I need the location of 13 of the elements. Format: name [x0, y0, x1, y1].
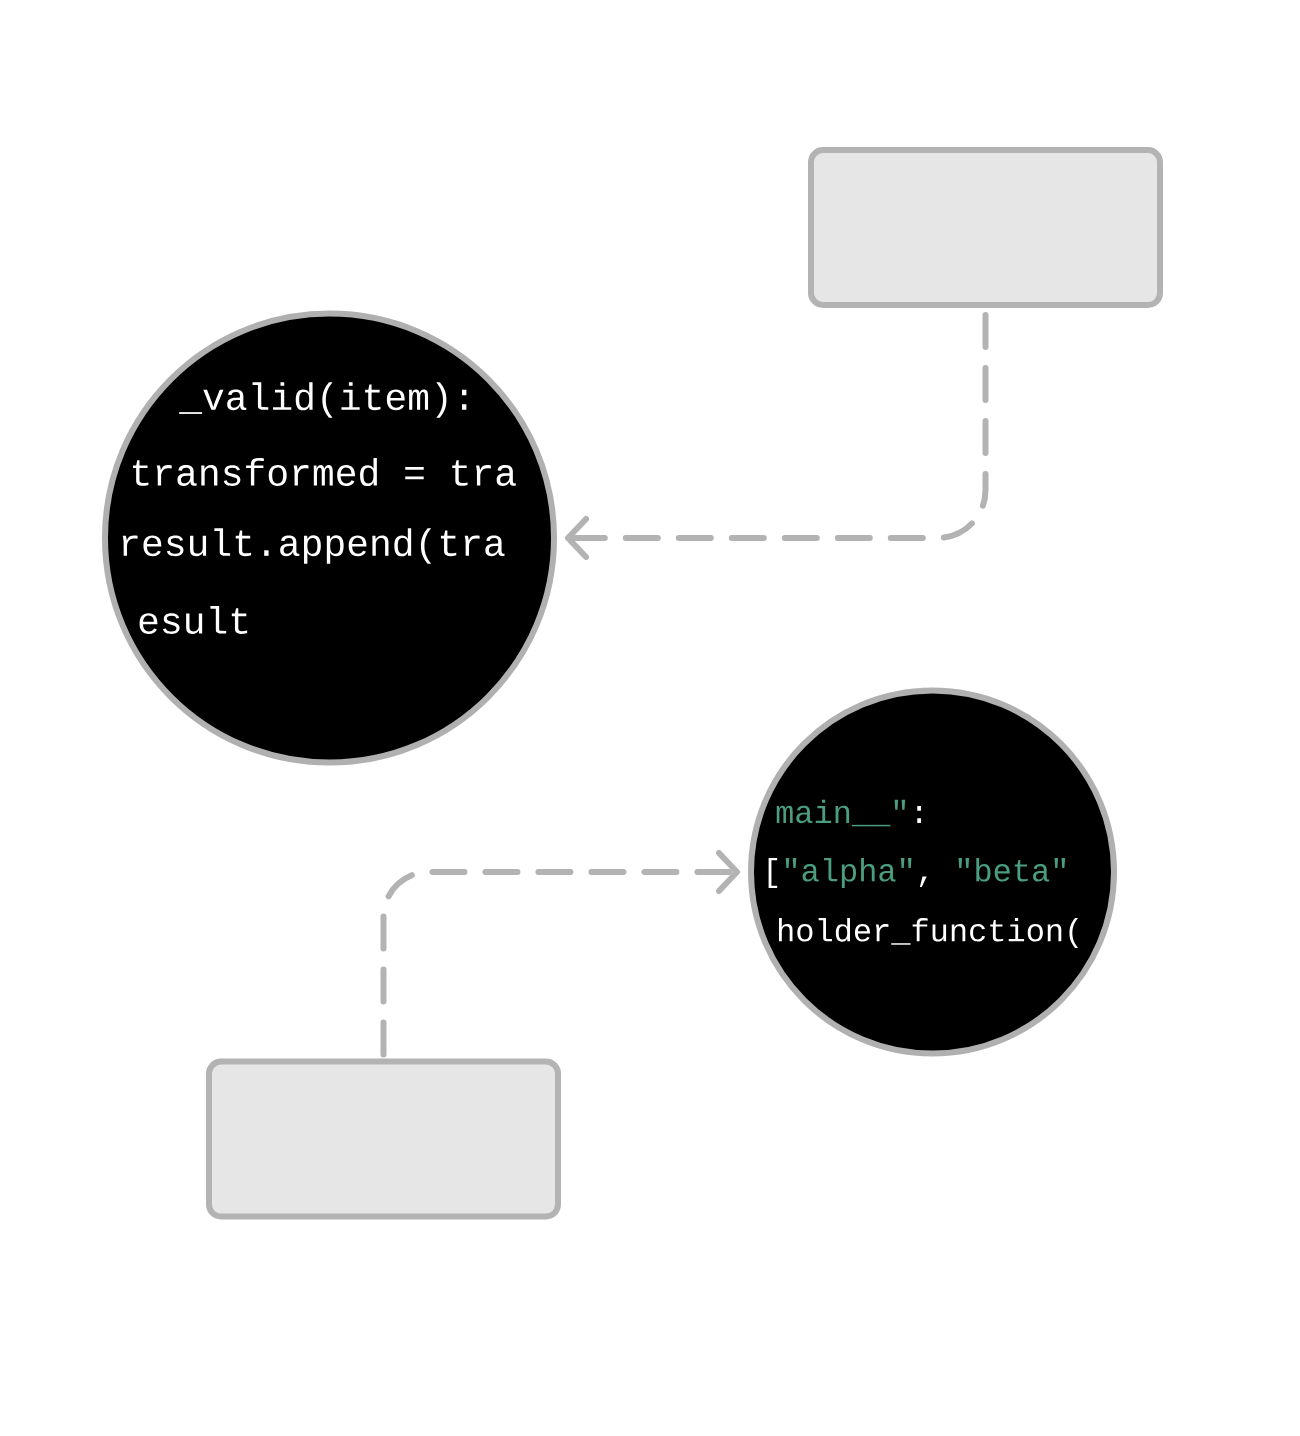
- dashed-arrow: [565, 312, 989, 560]
- code-line: transformed = tra: [133, 458, 516, 486]
- code-line: _valid(item):: [179, 382, 467, 418]
- dashed-arrow: [380, 850, 740, 1058]
- empty-box: [206, 1058, 561, 1220]
- empty-box: [808, 147, 1163, 308]
- code-line: result.append(tra: [122, 528, 505, 564]
- code-line: holder_function(: [779, 918, 1079, 948]
- code-line: main__":: [776, 799, 921, 827]
- code-circle: [102, 310, 557, 766]
- code-circle: [748, 687, 1117, 1057]
- code-line: esult: [139, 606, 248, 634]
- code-line: ["alpha", "beta": [768, 858, 1066, 888]
